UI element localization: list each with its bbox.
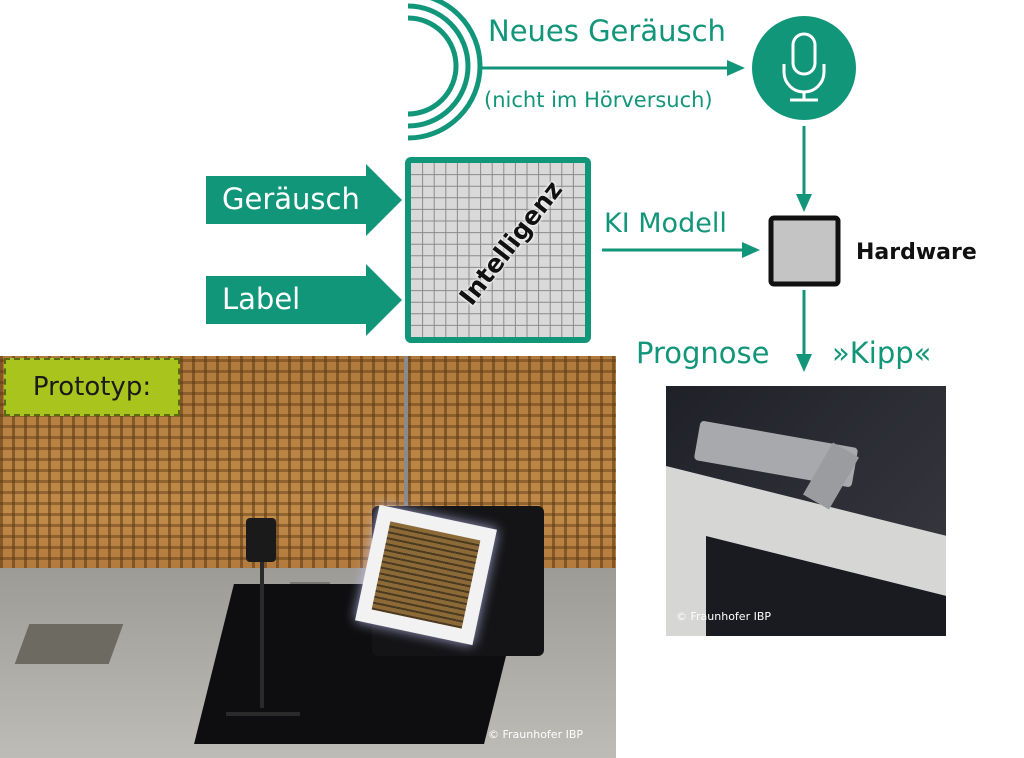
antenna-rod [404,356,408,516]
new-sound-title: Neues Geräusch [488,14,726,48]
arrow-to-prediction [796,290,812,372]
speaker [246,518,276,562]
hardware-label: Hardware [856,240,977,265]
prototype-badge-text: Prototyp: [33,372,151,402]
window-frame [355,505,497,645]
window-pane [372,521,481,628]
prototype-photo: © Fraunhofer IBP [0,356,616,758]
stand-feet [226,712,300,716]
input-sound-label: Geräusch [222,182,360,216]
microphone-icon [752,16,856,120]
detail-photo-credit: © Fraunhofer IBP [676,610,771,623]
sound-waves-icon [408,0,480,138]
speaker-stand [260,562,264,708]
window-tilt-photo: © Fraunhofer IBP [666,386,946,636]
model-label: KI Modell [604,208,727,239]
hardware-box [771,218,838,284]
arrow-model-to-hardware [602,242,760,258]
input-label-label: Label [222,282,300,316]
arrow-to-hardware [796,126,812,212]
prediction-label: Prognose [636,336,770,370]
main-photo-credit: © Fraunhofer IBP [488,728,583,741]
prediction-value: »Kipp« [832,336,931,370]
arrow-to-microphone [482,60,745,76]
prototype-badge: Prototyp: [4,358,180,416]
floor-plate [15,624,124,664]
new-sound-subtitle: (nicht im Hörversuch) [484,88,713,112]
